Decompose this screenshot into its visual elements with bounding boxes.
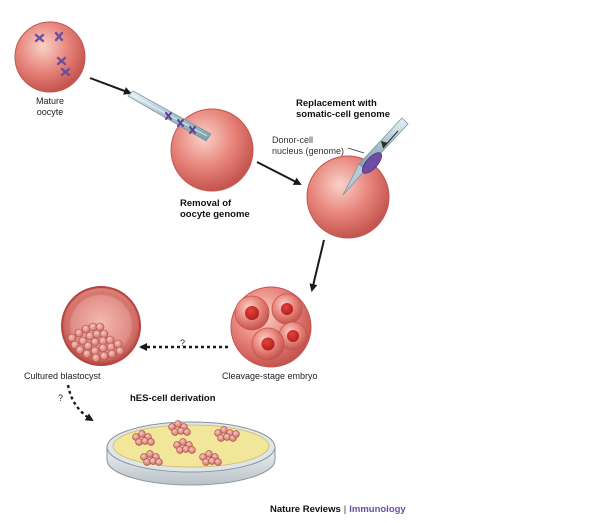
- label-mature-line2: oocyte: [36, 107, 64, 117]
- petri-dish: [106, 420, 276, 486]
- publisher-name: Nature Reviews: [270, 504, 341, 515]
- cultured-blastocyst: [61, 286, 141, 366]
- label-mature-oocyte: Mature oocyte: [22, 96, 78, 118]
- label-mature-line1: Mature: [35, 96, 64, 106]
- enucleation-pipette: [127, 90, 212, 142]
- donor-leader-line: [347, 147, 365, 154]
- label-removal-line2: oocyte genome: [180, 209, 250, 220]
- injection-pipette: [342, 117, 409, 196]
- label-replacement-line1: Replacement with: [296, 98, 377, 109]
- label-removal: Removal of oocyte genome: [180, 198, 250, 220]
- label-hes-derivation: hES-cell derivation: [130, 393, 216, 404]
- chromosome-icon: [34, 31, 71, 77]
- hes-colony: [132, 420, 240, 466]
- label-donor-nucleus: Donor-cell nucleus (genome): [272, 135, 344, 157]
- inner-cell-mass: [67, 322, 125, 363]
- arrow-blastocyst-to-dish: [66, 384, 94, 422]
- nucleus-icon: [245, 303, 299, 351]
- label-removal-line1: Removal of: [180, 198, 232, 209]
- label-replacement: Replacement with somatic-cell genome: [296, 98, 390, 120]
- arrow-oocyte-to-enucleation: [89, 77, 132, 95]
- donor-nucleus: [361, 152, 383, 174]
- label-replacement-line2: somatic-cell genome: [296, 109, 390, 120]
- reconstructed-oocyte: [306, 155, 390, 239]
- arrow-enucleation-to-transfer: [256, 161, 302, 185]
- chromosome-icon: [165, 112, 196, 134]
- credit-separator: |: [343, 504, 347, 515]
- label-question-2: ?: [58, 393, 64, 403]
- label-donor-line1: Donor-cell: [272, 135, 314, 145]
- cleavage-stage-embryo: [230, 286, 312, 368]
- arrow-transfer-to-cleavage: [309, 239, 325, 292]
- journal-credit: Nature Reviews|Immunology: [270, 504, 406, 515]
- label-donor-line2: nucleus (genome): [272, 146, 345, 156]
- label-cleavage-embryo: Cleavage-stage embryo: [222, 371, 318, 381]
- journal-name: Immunology: [349, 504, 406, 515]
- label-cultured-blastocyst: Cultured blastocyst: [24, 371, 101, 381]
- mature-oocyte: [14, 21, 86, 93]
- label-question-1: ?: [180, 338, 186, 348]
